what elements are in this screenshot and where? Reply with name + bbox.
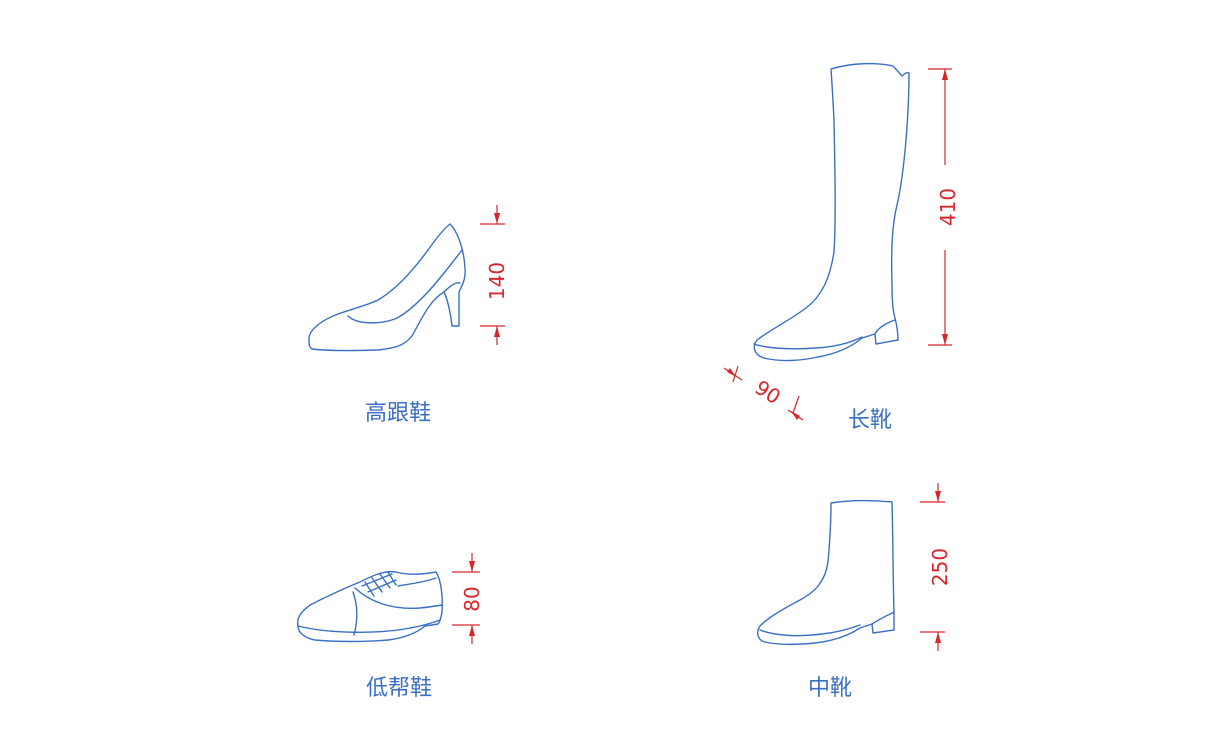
high-heel-dimension-value: 140 — [485, 262, 509, 300]
low-shoe-dimension-value: 80 — [460, 586, 484, 611]
high-heel-group: 140 高跟鞋 — [308, 205, 509, 426]
long-boot-height-value: 410 — [936, 188, 960, 226]
mid-boot-drawing — [757, 499, 895, 646]
low-shoe-label: 低帮鞋 — [366, 676, 432, 701]
long-boot-width-dimension: 90 — [723, 365, 804, 421]
low-shoe-drawing — [296, 570, 443, 643]
long-boot-drawing — [753, 62, 910, 362]
mid-boot-label: 中靴 — [808, 676, 852, 701]
low-shoe-dimension: 80 — [452, 553, 484, 644]
long-boot-group: 410 90 长靴 — [723, 62, 960, 433]
low-shoe-group: 80 低帮鞋 — [296, 553, 484, 701]
mid-boot-dimension-value: 250 — [928, 548, 952, 586]
high-heel-dimension: 140 — [480, 205, 509, 345]
mid-boot-group: 250 中靴 — [757, 483, 952, 701]
high-heel-drawing — [308, 223, 466, 352]
long-boot-label: 长靴 — [848, 408, 892, 433]
high-heel-label: 高跟鞋 — [365, 401, 431, 426]
long-boot-width-value: 90 — [751, 375, 785, 409]
long-boot-height-dimension: 410 — [928, 68, 960, 346]
mid-boot-dimension: 250 — [920, 483, 952, 651]
